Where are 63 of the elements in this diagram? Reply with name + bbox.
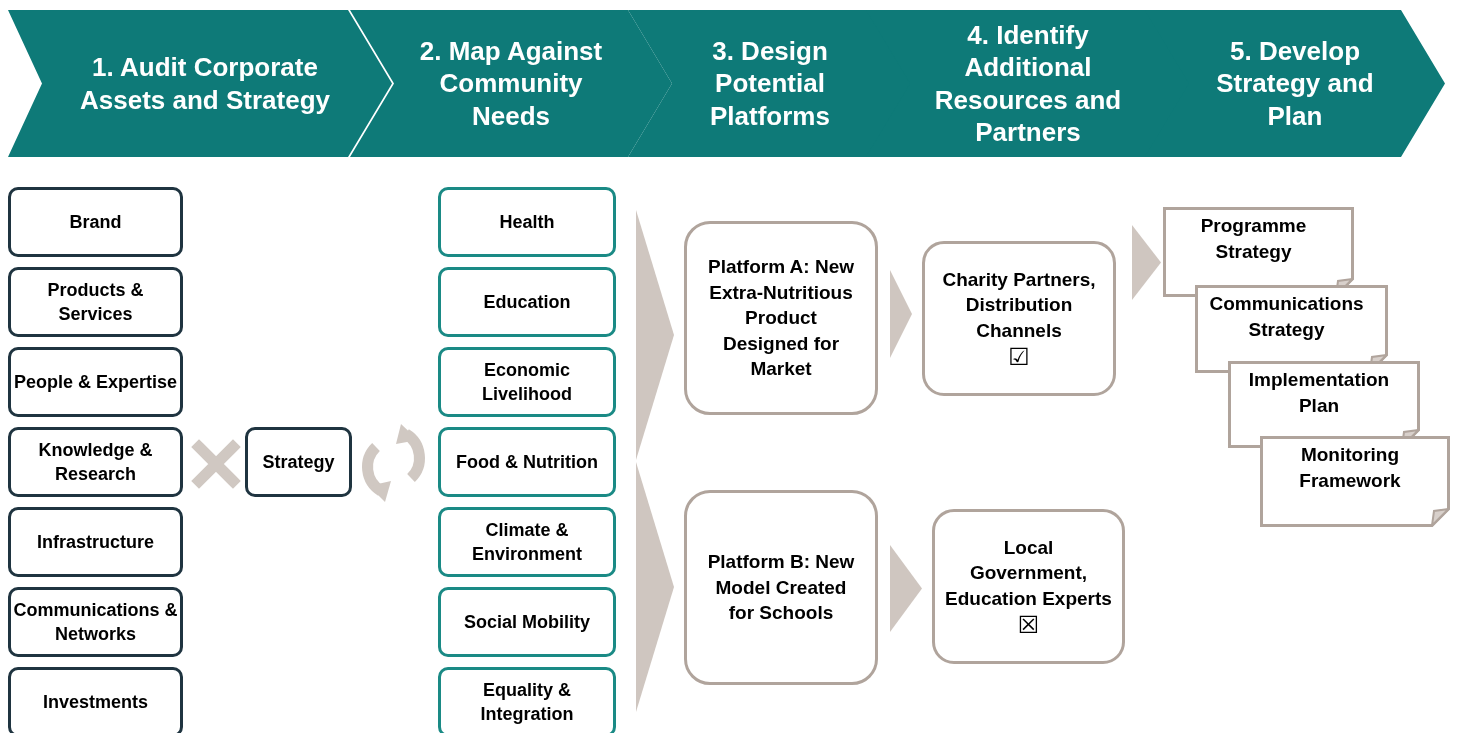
node-text: Products & Services — [46, 278, 145, 326]
node-text: Platform B: New Model Created for Schools — [706, 550, 856, 626]
asset-box — [8, 427, 183, 497]
checkbox-mark: ☑ — [1008, 343, 1030, 371]
node-text: Social Mobility — [464, 610, 590, 634]
need-box — [438, 507, 616, 577]
chevron-banner — [866, 10, 1190, 157]
partner-box — [922, 241, 1116, 396]
node-text: Communications & Networks — [12, 598, 179, 646]
partner-box — [932, 509, 1125, 664]
platform-box — [684, 490, 878, 685]
step-title: 3. Design Potential Platforms — [709, 34, 831, 133]
node-text: Programme Strategy — [1199, 214, 1308, 264]
document-card — [1195, 285, 1388, 373]
asset-box — [8, 347, 183, 417]
need-box — [438, 667, 616, 733]
need-box — [438, 187, 616, 257]
need-box — [438, 347, 616, 417]
node-text: Education — [483, 290, 571, 314]
asset-box — [8, 507, 183, 577]
asset-box — [8, 267, 183, 337]
need-box — [438, 427, 616, 497]
chevron-banner — [1145, 10, 1445, 157]
node-text: People & Expertise — [13, 370, 178, 394]
node-text: Local Government, Education Experts — [944, 535, 1113, 612]
node-text: Climate & Environment — [471, 518, 583, 566]
asset-box — [8, 187, 183, 257]
document-card — [1260, 436, 1450, 527]
node-text: Monitoring Framework — [1298, 443, 1402, 493]
strategy-box — [245, 427, 352, 497]
step-title: 5. Develop Strategy and Plan — [1215, 34, 1375, 133]
step-title: 2. Map Against Community Needs — [418, 34, 604, 133]
node-text: Implementation Plan — [1247, 368, 1391, 418]
node-text: Charity Partners, Distribution Channels — [941, 267, 1097, 344]
checkbox-mark: ☒ — [1017, 611, 1040, 639]
node-text: Strategy — [262, 450, 335, 474]
document-card — [1163, 207, 1354, 297]
node-text: Economic Livelihood — [481, 358, 573, 406]
need-box — [438, 267, 616, 337]
node-text: Communications Strategy — [1208, 292, 1365, 342]
arrow — [1132, 225, 1161, 300]
platform-box — [684, 221, 878, 415]
arrow — [890, 270, 912, 358]
node-text: Brand — [69, 210, 122, 234]
chevron-banner — [350, 10, 672, 157]
node-text: Health — [499, 210, 555, 234]
asset-box — [8, 667, 183, 733]
document-card — [1228, 361, 1420, 448]
arrow — [636, 210, 674, 460]
arrow — [636, 462, 674, 712]
node-text: Platform A: New Extra-Nutritious Product Designed for Market — [706, 254, 855, 382]
asset-box — [8, 587, 183, 657]
node-text: Knowledge & Research — [37, 438, 154, 486]
node-text: Food & Nutrition — [456, 450, 598, 474]
node-text: Equality & Integration — [479, 678, 575, 726]
need-box — [438, 587, 616, 657]
step-title: 1. Audit Corporate Assets and Strategy — [79, 51, 331, 116]
step-title: 4. Identify Additional Resources and Partners — [933, 18, 1123, 149]
node-text: Investments — [42, 690, 148, 714]
arrow — [890, 545, 922, 632]
chevron-banner — [628, 10, 912, 157]
node-text: Infrastructure — [37, 530, 154, 554]
chevron-banner — [8, 10, 392, 157]
